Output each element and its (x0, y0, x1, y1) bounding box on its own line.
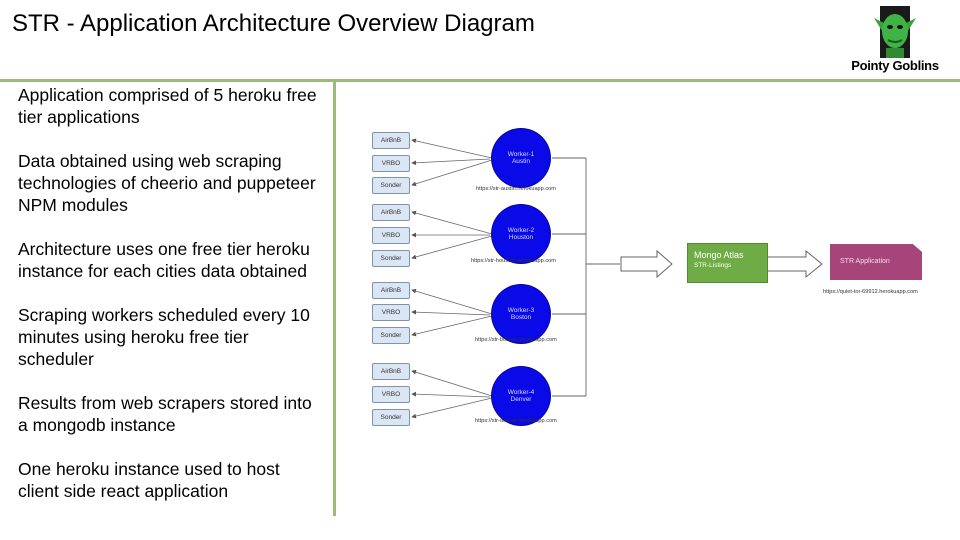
worker-name: Worker-3 (507, 307, 535, 314)
source-sonder: Sonder (372, 327, 410, 344)
worker-node-boston: Worker-3 Boston (492, 285, 550, 343)
bullet-item: Scraping workers scheduled every 10 minu… (18, 305, 310, 369)
mongo-subtitle: STR-Listings (694, 262, 732, 269)
worker-node-austin: Worker-1 Austin (492, 129, 550, 187)
worker-node-denver: Worker-4 Denver (492, 367, 550, 425)
worker-city: Boston (510, 314, 532, 321)
worker-city: Houston (508, 234, 534, 241)
source-airbnb: AirBnB (372, 132, 410, 149)
header-divider (0, 79, 960, 82)
worker-name: Worker-1 (507, 151, 535, 158)
worker-url: https://str-denver.herokuapp.com (475, 418, 557, 424)
source-sonder: Sonder (372, 177, 410, 194)
mongo-title: Mongo Atlas (694, 250, 744, 260)
architecture-diagram: AirBnB VRBO Sonder AirBnB VRBO Sonder Ai… (340, 90, 960, 530)
bullet-item: Data obtained using web scraping technol… (18, 151, 316, 215)
worker-url: https://str-austin.herokuapp.com (476, 186, 556, 192)
source-sonder: Sonder (372, 409, 410, 426)
worker-name: Worker-4 (507, 389, 535, 396)
worker-node-houston: Worker-2 Houston (492, 205, 550, 263)
slide-title: STR - Application Architecture Overview … (12, 10, 535, 37)
bullet-item: One heroku instance used to host client … (18, 459, 280, 501)
mongo-atlas-node: Mongo Atlas STR-Listings (687, 243, 768, 283)
bullet-item: Application comprised of 5 heroku free t… (18, 85, 317, 127)
source-vrbo: VRBO (372, 227, 410, 244)
source-vrbo: VRBO (372, 386, 410, 403)
worker-city: Austin (511, 158, 531, 165)
goblin-face-icon (874, 6, 916, 58)
worker-url: https://str-boston.herokuapp.com (475, 337, 557, 343)
worker-url: https://str-houston.herokuapp.com (471, 258, 556, 264)
source-vrbo: VRBO (372, 304, 410, 321)
app-url: https://quiet-tor-69912.herokuapp.com (823, 289, 918, 295)
bullet-list: Application comprised of 5 heroku free t… (18, 84, 323, 524)
column-divider (333, 82, 336, 516)
str-application-node: STR Application (830, 244, 922, 280)
worker-city: Denver (510, 396, 532, 403)
logo-text: Pointy Goblins (851, 58, 939, 73)
bullet-item: Results from web scrapers stored into a … (18, 393, 312, 435)
diagram-connectors (411, 138, 823, 419)
source-airbnb: AirBnB (372, 363, 410, 380)
worker-name: Worker-2 (507, 227, 535, 234)
pointy-goblins-logo: Pointy Goblins (846, 4, 944, 74)
source-airbnb: AirBnB (372, 204, 410, 221)
source-sonder: Sonder (372, 250, 410, 267)
source-airbnb: AirBnB (372, 282, 410, 299)
source-vrbo: VRBO (372, 155, 410, 172)
bullet-item: Architecture uses one free tier heroku i… (18, 239, 310, 281)
